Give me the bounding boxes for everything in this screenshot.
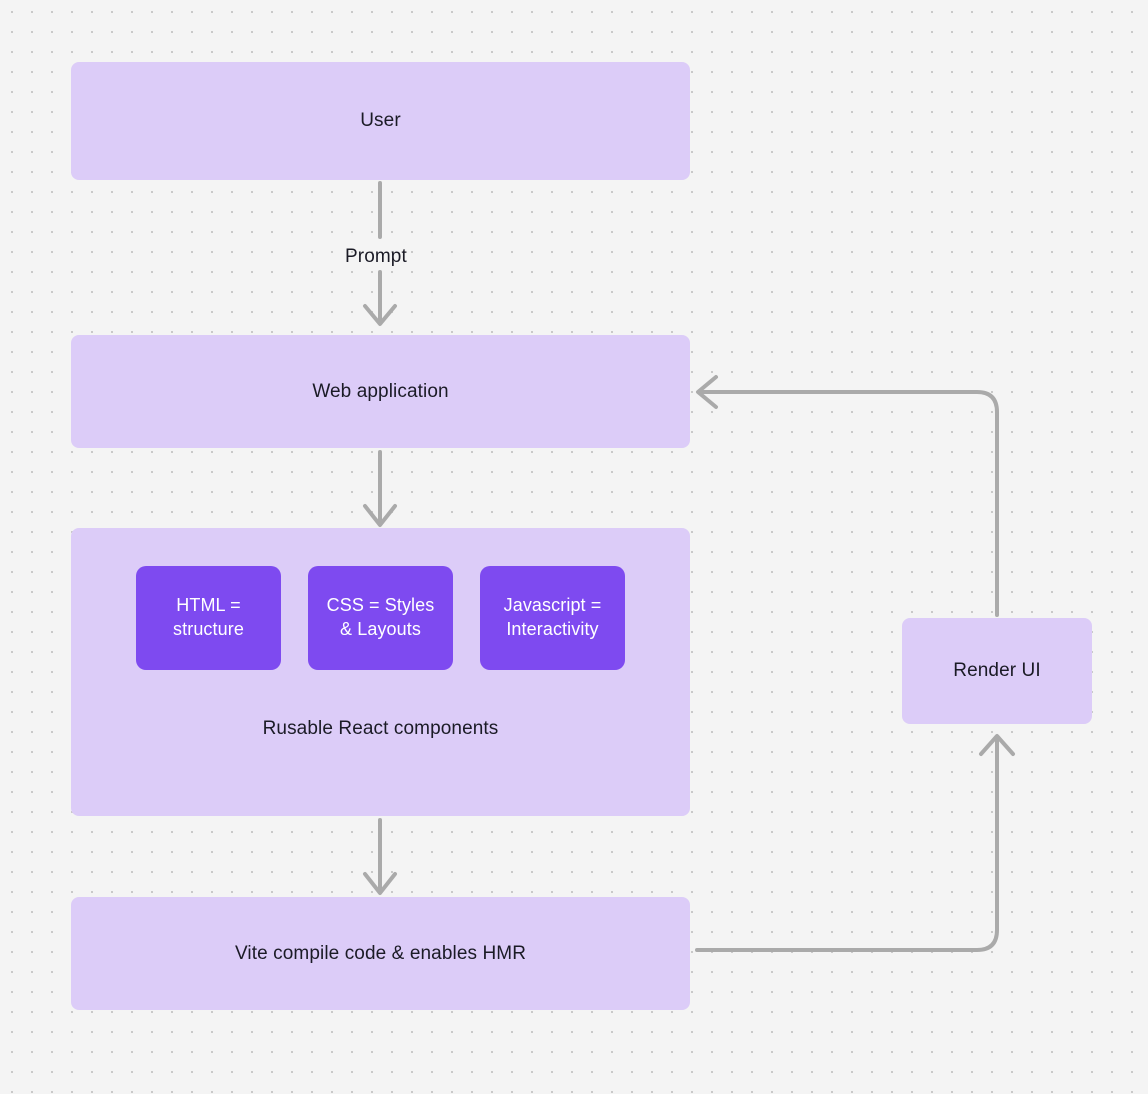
node-render-ui-label: Render UI [953, 660, 1041, 682]
arrowhead-down-icon [363, 872, 397, 895]
edge-render-to-webapp [696, 375, 999, 617]
inner-box-css-line2: & Layouts [340, 619, 421, 639]
arrowhead-down-icon [363, 304, 397, 326]
inner-box-javascript[interactable]: Javascript = Interactivity [480, 566, 625, 670]
inner-box-javascript-label: Javascript = Interactivity [504, 594, 602, 642]
edge-label-prompt: Prompt [345, 246, 407, 267]
inner-box-html-line2: structure [173, 619, 244, 639]
edge-components-to-vite [363, 818, 397, 895]
inner-box-css-label: CSS = Styles & Layouts [327, 594, 435, 642]
arrowhead-left-icon [696, 375, 718, 409]
node-vite-compile[interactable]: Vite compile code & enables HMR [71, 897, 690, 1010]
node-user-label: User [360, 110, 401, 132]
inner-box-row: HTML = structure CSS = Styles & Layouts … [71, 566, 690, 670]
node-web-application[interactable]: Web application [71, 335, 690, 448]
node-react-components-container[interactable]: HTML = structure CSS = Styles & Layouts … [71, 528, 690, 816]
node-web-application-label: Web application [312, 380, 449, 402]
edge-vite-to-render [695, 734, 1015, 952]
inner-box-javascript-line1: Javascript = [503, 595, 602, 616]
inner-box-html-line1: HTML = [176, 595, 241, 616]
edge-webapp-to-components [363, 450, 397, 527]
node-user[interactable]: User [71, 62, 690, 180]
inner-box-css-line1: CSS = Styles [326, 595, 435, 616]
arrowhead-down-icon [363, 504, 397, 527]
node-render-ui[interactable]: Render UI [902, 618, 1092, 724]
edge-path [695, 737, 999, 952]
inner-box-html[interactable]: HTML = structure [136, 566, 281, 670]
node-react-components-caption: Rusable React components [262, 718, 499, 739]
node-vite-compile-label: Vite compile code & enables HMR [234, 942, 527, 964]
inner-box-javascript-line2: Interactivity [506, 619, 599, 639]
arrowhead-up-icon [979, 734, 1015, 756]
inner-box-html-label: HTML = structure [173, 594, 244, 642]
inner-box-css[interactable]: CSS = Styles & Layouts [308, 566, 453, 670]
edge-path [700, 390, 999, 617]
